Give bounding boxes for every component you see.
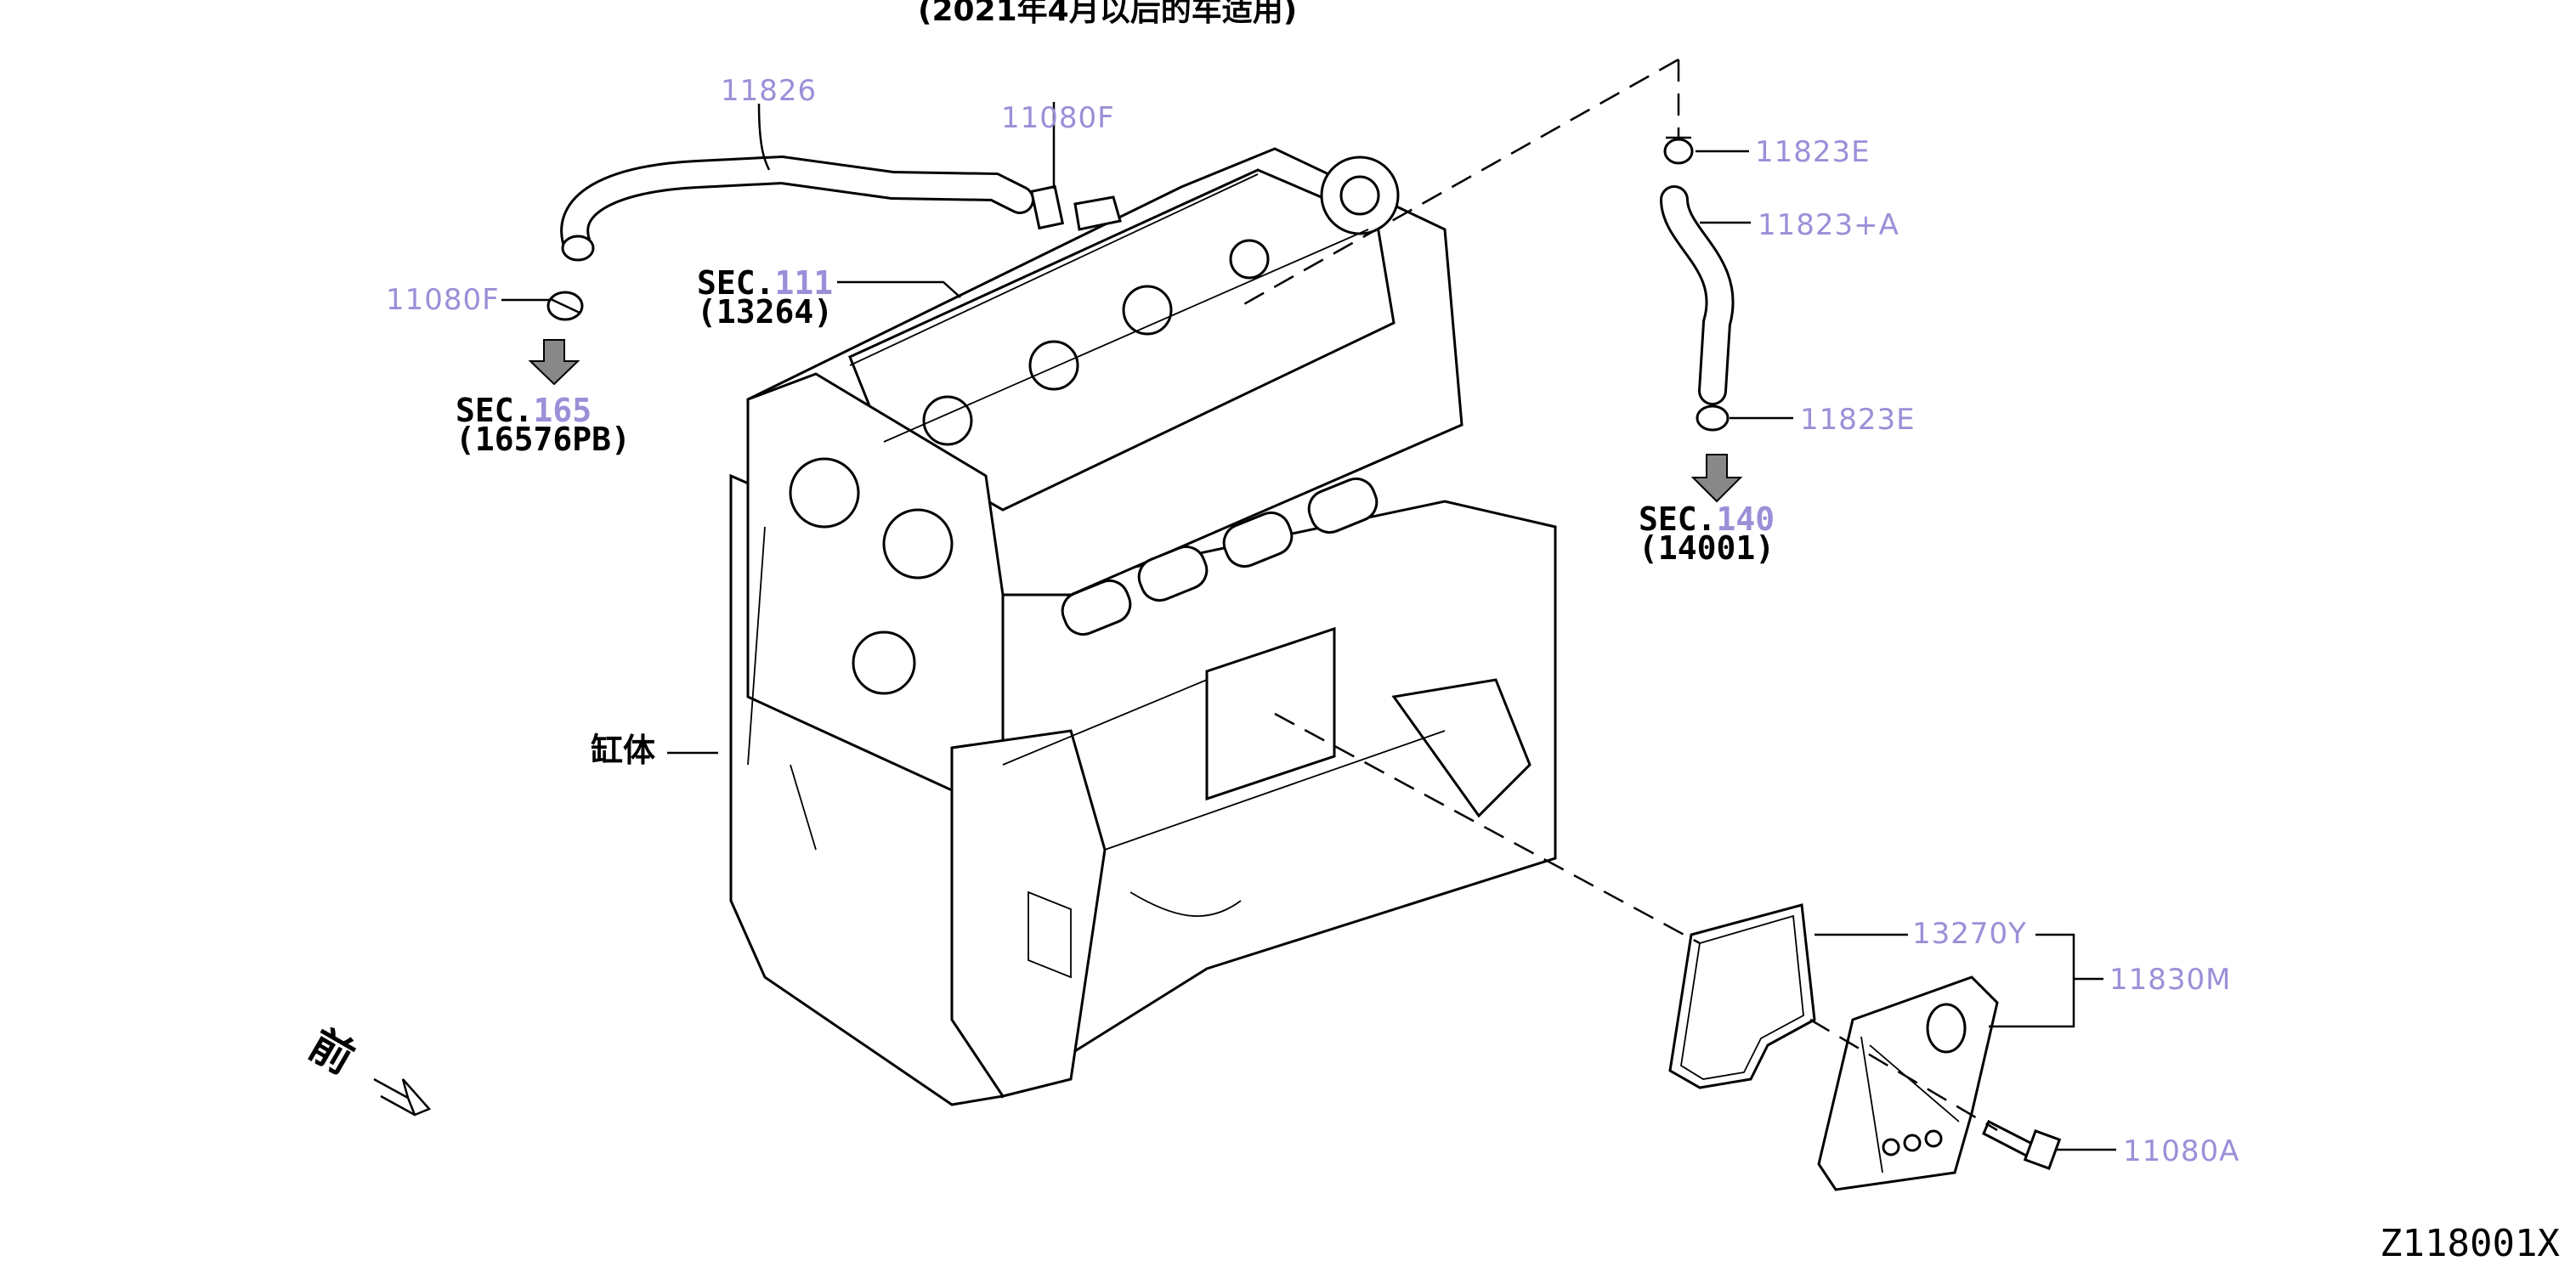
intake-ports xyxy=(1061,477,1379,636)
part-label-11823a: 11823+A xyxy=(1758,208,1899,242)
part-label-13270y: 13270Y xyxy=(1912,917,2027,951)
sec-prefix: SEC. xyxy=(456,392,534,429)
arrow-down-icon xyxy=(528,339,580,386)
sec-ref-111: SEC.111 (13264) xyxy=(697,264,833,331)
sec-ref-165: SEC.165 (16576PB) xyxy=(456,392,631,458)
svg-text:SEC.140: SEC.140 xyxy=(1639,500,1775,538)
part-label-11830m: 11830M xyxy=(2109,963,2232,997)
engine-block-illustration xyxy=(729,147,1557,1106)
part-label-11826: 11826 xyxy=(721,74,817,108)
hose-11823a xyxy=(1660,185,1735,405)
cover-11830m xyxy=(1817,975,1999,1191)
diagram-code: Z118001X xyxy=(2380,1222,2560,1261)
gasket-13270y xyxy=(1668,903,1816,1089)
clip-11823e-top xyxy=(1663,136,1694,165)
arrow-down-icon xyxy=(1690,454,1743,503)
part-label-11080f-top: 11080F xyxy=(1001,101,1115,135)
sec-ref-code: (14001) xyxy=(1639,529,1775,567)
clip-11823e-bottom xyxy=(1696,404,1730,432)
svg-text:SEC.165: SEC.165 xyxy=(456,392,592,429)
part-label-11823e-bottom: 11823E xyxy=(1800,403,1916,437)
sec-ref-code: (16576PB) xyxy=(456,421,631,458)
clip-11080f-top xyxy=(1029,184,1065,230)
sec-ref-code: (13264) xyxy=(697,293,833,331)
sec-number: 165 xyxy=(534,392,592,429)
clip-11080f-left xyxy=(546,291,584,321)
sec-number: 140 xyxy=(1717,500,1775,538)
front-label: 前 xyxy=(301,1020,362,1083)
hose-11826 xyxy=(560,155,1034,262)
front-arrow-icon xyxy=(373,1077,432,1117)
part-label-11080a: 11080A xyxy=(2123,1134,2239,1168)
sec-prefix: SEC. xyxy=(697,264,775,302)
part-label-11080f-left: 11080F xyxy=(386,283,500,317)
sec-prefix: SEC. xyxy=(1639,500,1717,538)
part-label-11823e-top: 11823E xyxy=(1755,135,1871,169)
sec-number: 111 xyxy=(775,264,834,302)
header-title: (2021年4月以后的车适用) xyxy=(918,0,1297,28)
front-indicator: 前 xyxy=(301,1020,432,1117)
svg-text:SEC.111: SEC.111 xyxy=(697,264,833,302)
sec-ref-140: SEC.140 (14001) xyxy=(1639,500,1775,567)
block-label: 缸体 xyxy=(591,732,655,769)
